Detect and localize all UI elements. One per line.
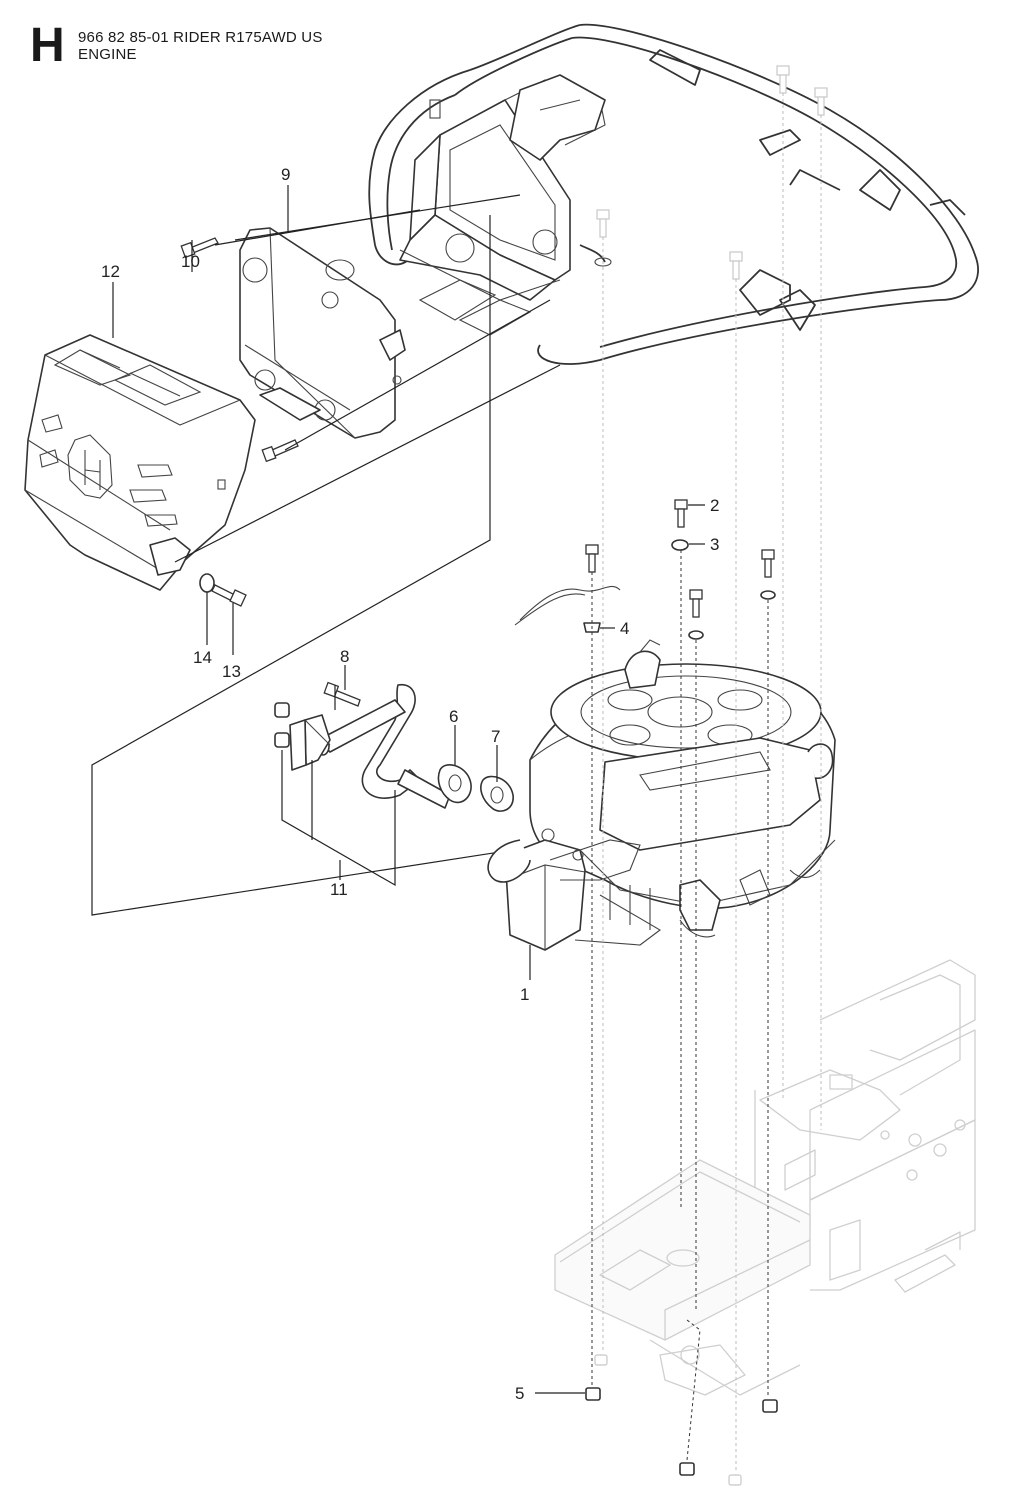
part-9-muffler	[239, 227, 406, 439]
part-10-bolt	[180, 237, 219, 259]
callout-12: 12	[101, 262, 120, 281]
part-6-gasket	[437, 764, 472, 804]
vertical-guide-lines	[591, 93, 822, 1470]
callout-14: 14	[193, 648, 212, 667]
engine-mount-bracket	[399, 74, 606, 336]
callout-7: 7	[491, 727, 500, 746]
callout-1: 1	[520, 985, 529, 1004]
callout-3: 3	[710, 535, 719, 554]
diagram-title: 966 82 85-01 RIDER R175AWD US	[78, 29, 323, 46]
section-letter: H	[30, 19, 65, 72]
part-14-washer	[199, 573, 215, 593]
part-11-bracket-lines	[281, 685, 396, 887]
callout-11: 11	[330, 880, 348, 899]
engine-bolts	[585, 65, 828, 1486]
callout-5: 5	[515, 1384, 524, 1403]
diagram-header: H 966 82 85-01 RIDER R175AWD US ENGINE	[0, 0, 1024, 80]
callout-13: 13	[222, 662, 241, 681]
part-13-bolt	[211, 584, 247, 607]
part-1-engine	[487, 639, 836, 951]
part-7-gasket	[480, 775, 514, 812]
part-11-exhaust-pipe-kit	[289, 684, 451, 809]
seat-frame	[368, 23, 979, 365]
callout-8: 8	[340, 647, 349, 666]
chassis-frame-ghost	[554, 959, 976, 1396]
callout-6: 6	[449, 707, 458, 726]
assembly-guide-lines	[91, 194, 561, 916]
callout-10: 10	[181, 252, 200, 271]
part-8-bolt	[323, 681, 361, 707]
part-4-wire-tie	[514, 585, 621, 633]
part-2-bolt-head	[674, 499, 688, 510]
callout-4: 4	[620, 619, 629, 638]
part-12-muffler-cover	[24, 334, 256, 591]
diagram-subtitle: ENGINE	[78, 46, 137, 63]
callout-2: 2	[710, 496, 719, 515]
callout-labels: 1 2 3 4 5 6 7 8 9 10 11 12 13 14	[101, 165, 719, 1403]
part-2-bolt-shank	[677, 508, 685, 528]
muffler-bolt	[261, 439, 299, 463]
part-5-nut	[585, 1387, 601, 1401]
callout-leaders	[112, 185, 705, 1394]
part-3-washer	[671, 539, 689, 551]
callout-9: 9	[281, 165, 290, 184]
part-11-nuts	[274, 702, 290, 748]
